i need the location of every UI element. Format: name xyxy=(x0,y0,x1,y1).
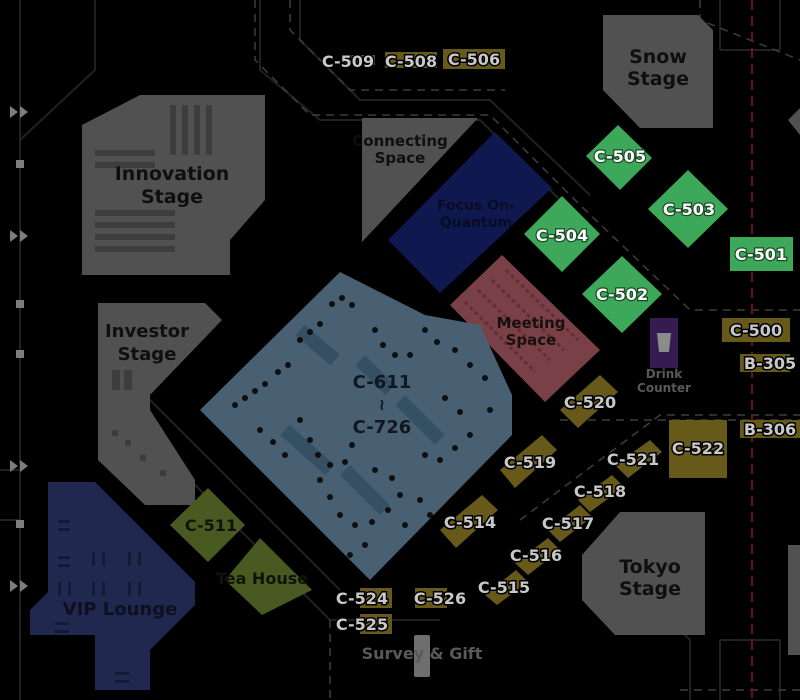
snow-stage[interactable]: Snow Stage xyxy=(603,15,713,128)
booth-c519-tag[interactable] xyxy=(500,435,557,488)
booth-c526-label: C-526 xyxy=(414,589,466,608)
booth-c522-label: C-522 xyxy=(672,439,724,458)
connecting-space-label-line1: Connecting xyxy=(352,132,447,150)
survey-gift[interactable]: Survey & Gift xyxy=(362,635,483,677)
booth-c511-label: C-511 xyxy=(185,516,237,535)
investor-stage[interactable]: Investor Stage xyxy=(98,303,222,505)
booth-c520-label: C-520 xyxy=(564,393,616,412)
survey-gift-label: Survey & Gift xyxy=(362,644,483,663)
snow-stage-label-line1: Snow xyxy=(629,46,687,68)
tea-house-label: Tea House xyxy=(216,569,308,588)
booth-c502-label: C-502 xyxy=(596,285,648,304)
booth-c502[interactable]: C-502 xyxy=(582,256,662,333)
booth-c500-tag[interactable] xyxy=(722,318,790,342)
connecting-space-label-line2: Space xyxy=(375,149,426,167)
tokyo-stage[interactable]: Tokyo Stage xyxy=(582,512,705,635)
booth-c504-label: C-504 xyxy=(536,226,588,245)
booth-c508-tag[interactable] xyxy=(385,52,437,68)
focus-on-quantum-label-line1: Focus On- xyxy=(437,198,515,214)
booth-b305-tag[interactable] xyxy=(740,354,790,372)
innovation-stage-label-line2: Stage xyxy=(141,186,203,208)
focus-on-quantum[interactable]: Focus On- Quantum xyxy=(388,132,552,293)
center-booth-label-bottom: C-726 xyxy=(353,417,412,438)
meeting-space[interactable]: Meeting Space xyxy=(450,255,600,402)
booth-c505-label: C-505 xyxy=(594,147,646,166)
right-edge-block-bottom xyxy=(788,545,800,655)
booth-c515-tag[interactable] xyxy=(485,570,528,605)
dim-booths xyxy=(345,49,800,634)
booth-c521-label: C-521 xyxy=(607,450,659,469)
booth-c518-tag[interactable] xyxy=(578,475,624,512)
booth-c518-label: C-518 xyxy=(574,482,626,501)
vip-lounge[interactable]: VIP Lounge xyxy=(30,482,195,690)
booth-c515-label: C-515 xyxy=(478,578,530,597)
booth-c519-label: C-519 xyxy=(504,453,556,472)
booth-c517-tag[interactable] xyxy=(548,505,592,542)
booth-b305-label: B-305 xyxy=(744,354,796,373)
drink-counter-label-line2: Counter xyxy=(637,381,691,395)
drink-counter[interactable]: Drink Counter xyxy=(637,318,691,395)
booth-c524-label: C-524 xyxy=(336,589,388,608)
investor-stage-label-line1: Investor xyxy=(105,321,189,342)
booth-c506-tag[interactable] xyxy=(443,49,505,69)
meeting-space-label-line1: Meeting xyxy=(496,314,565,332)
connecting-space[interactable]: Connecting Space xyxy=(352,118,478,242)
booth-c501[interactable]: C-501 xyxy=(730,237,793,271)
booth-c525-label: C-525 xyxy=(336,615,388,634)
tea-house[interactable]: Tea House xyxy=(216,538,312,615)
booth-c520-tag[interactable] xyxy=(560,375,618,428)
booth-c516-tag[interactable] xyxy=(515,538,560,575)
tokyo-stage-label-line1: Tokyo xyxy=(619,556,681,578)
booth-c511[interactable]: C-511 xyxy=(170,488,245,562)
center-booth-c611-c726[interactable]: C-611 ~ C-726 xyxy=(200,272,512,580)
booth-c521-tag[interactable] xyxy=(615,440,662,478)
booth-c505[interactable]: C-505 xyxy=(586,125,652,190)
center-booth-label-top: C-611 xyxy=(353,372,412,393)
booth-c517-label: C-517 xyxy=(542,514,594,533)
booth-c503[interactable]: C-503 xyxy=(648,170,728,248)
innovation-stage[interactable]: Innovation Stage xyxy=(82,95,265,275)
innovation-stage-label-line1: Innovation xyxy=(115,163,230,185)
booth-c500-label: C-500 xyxy=(730,321,782,340)
booth-c525-tag[interactable] xyxy=(360,614,392,634)
focus-on-quantum-label-line2: Quantum xyxy=(440,215,513,231)
booth-c509-label: C-509 xyxy=(322,52,374,71)
booth-c522-tag[interactable] xyxy=(669,420,727,478)
vip-lounge-label: VIP Lounge xyxy=(63,599,178,620)
booth-c514-tag[interactable] xyxy=(440,495,498,548)
meeting-space-label-line2: Space xyxy=(506,331,557,349)
investor-stage-label-line2: Stage xyxy=(118,344,177,365)
booth-c509-tag[interactable] xyxy=(345,55,375,65)
booth-c524-tag[interactable] xyxy=(360,588,392,608)
booth-c503-label: C-503 xyxy=(663,200,715,219)
entrance-markers xyxy=(10,106,28,592)
booth-b306-tag[interactable] xyxy=(740,420,800,438)
drink-counter-label-line1: Drink xyxy=(646,367,684,381)
booth-b306-label: B-306 xyxy=(744,420,796,439)
booth-c526-tag[interactable] xyxy=(415,588,447,608)
booth-c508-label: C-508 xyxy=(385,52,437,71)
right-edge-block-top xyxy=(788,108,800,135)
booth-c514-label: C-514 xyxy=(444,513,496,532)
snow-stage-label-line2: Stage xyxy=(627,68,689,90)
booth-c516-label: C-516 xyxy=(510,546,562,565)
tokyo-stage-label-line2: Stage xyxy=(619,578,681,600)
booth-c501-label: C-501 xyxy=(735,245,787,264)
center-booth-label-tilde: ~ xyxy=(373,398,392,411)
booth-c504[interactable]: C-504 xyxy=(524,196,600,272)
booth-c506-label: C-506 xyxy=(448,50,500,69)
